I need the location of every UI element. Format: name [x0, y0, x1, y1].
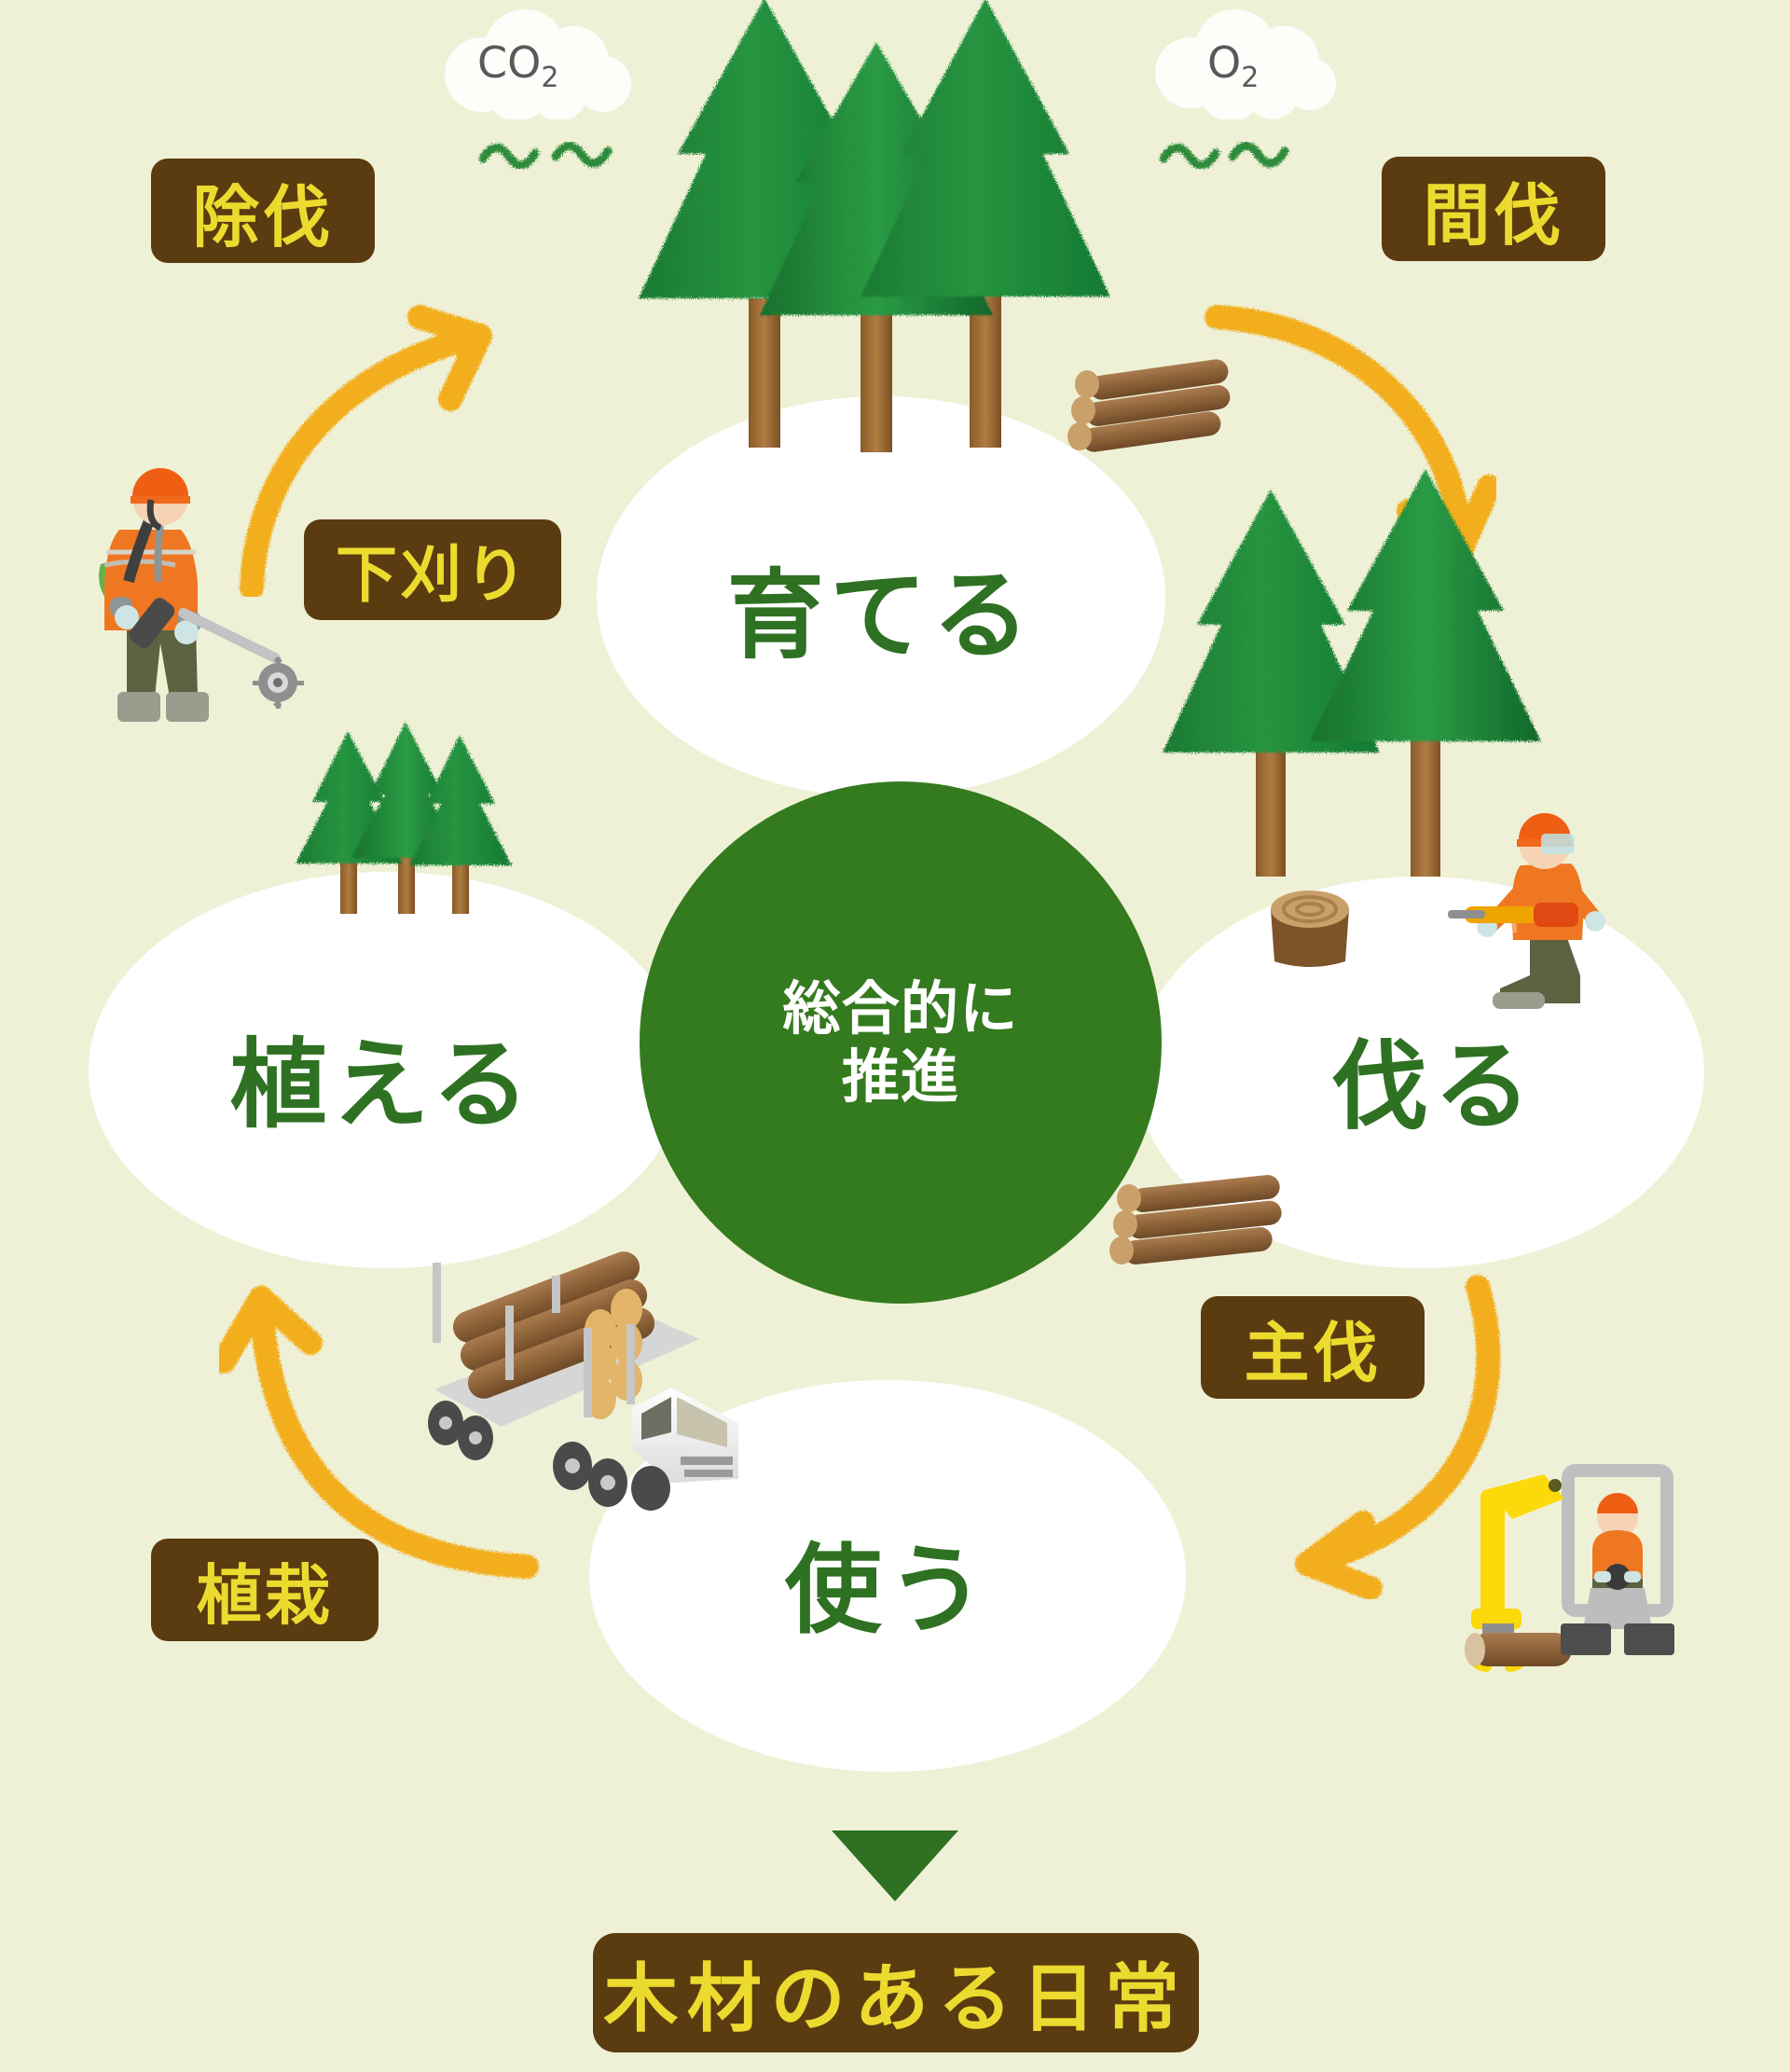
cloud-shape-icon — [1155, 9, 1336, 121]
arrow-plant-to-grow — [240, 305, 492, 597]
stage-ellipse-grow[interactable]: 育てる — [597, 396, 1165, 797]
log-pile-right-illustration — [1109, 1174, 1282, 1265]
stage-ellipse-plant[interactable]: 植える — [89, 872, 685, 1268]
footer-badge-label: 木材のある日常 — [603, 1955, 1189, 2042]
log-pile-top-right-illustration — [1067, 359, 1231, 452]
badge-shokusai[interactable]: 植栽 — [151, 1539, 379, 1641]
badge-kanbatsu-label: 間伐 — [1423, 175, 1564, 255]
co2-cloud: CO2 — [424, 7, 639, 123]
o2-label: O2 — [1207, 37, 1260, 95]
o2-squiggle-icon — [1159, 142, 1289, 170]
arrow-use-to-plant — [219, 1286, 539, 1579]
badge-shubatsu[interactable]: 主伐 — [1201, 1296, 1425, 1399]
brushcutter-worker-illustration — [99, 468, 304, 722]
center-text-line1: 総合的に — [782, 974, 1019, 1043]
stage-label-use: 使う — [784, 1533, 991, 1647]
cloud-shape-icon — [445, 9, 631, 121]
badge-jobatsu-label: 除伐 — [192, 177, 334, 256]
chainsaw-worker-illustration — [1448, 813, 1605, 1009]
stage-label-plant: 植える — [229, 1027, 535, 1141]
badge-shubatsu-label: 主伐 — [1244, 1314, 1382, 1391]
o2-cloud: O2 — [1142, 7, 1338, 123]
badge-shitagari[interactable]: 下刈り — [304, 519, 561, 620]
sapling-trees-illustration — [296, 722, 512, 914]
down-arrow-icon — [832, 1830, 958, 1901]
logging-truck-illustration — [428, 1251, 738, 1511]
badge-shitagari-label: 下刈り — [336, 539, 530, 611]
stage-label-cut: 伐る — [1330, 1029, 1537, 1143]
stage-label-grow: 育てる — [726, 559, 1036, 672]
center-circle[interactable]: 総合的に 推進 — [640, 781, 1162, 1304]
center-text-line2: 推進 — [841, 1043, 960, 1111]
conifer-trees-top-illustration — [639, 0, 1110, 452]
badge-shokusai-label: 植栽 — [196, 1556, 334, 1634]
forwarder-illustration — [1465, 1464, 1674, 1672]
tree-stump-illustration — [1271, 891, 1349, 967]
co2-label: CO2 — [477, 37, 559, 95]
badge-jobatsu[interactable]: 除伐 — [151, 159, 375, 263]
arrow-cut-to-use — [1295, 1275, 1501, 1599]
co2-squiggle-icon — [478, 142, 613, 170]
badge-kanbatsu[interactable]: 間伐 — [1382, 157, 1605, 261]
conifer-trees-right-illustration — [1163, 469, 1541, 877]
footer-badge[interactable]: 木材のある日常 — [593, 1933, 1199, 2052]
